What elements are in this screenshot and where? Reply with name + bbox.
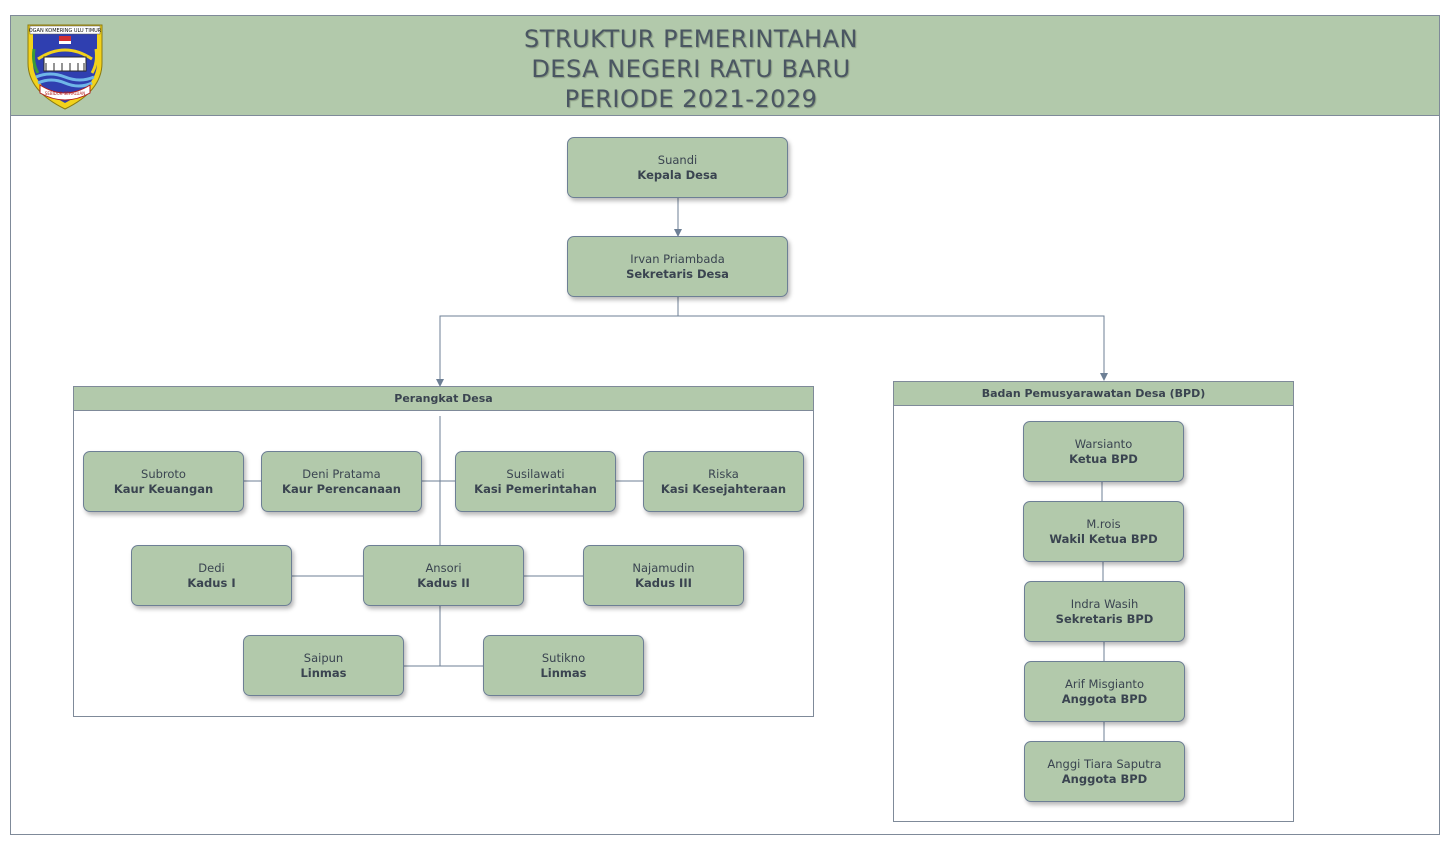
person-name: Suandi [657, 152, 698, 167]
linmas-1-box[interactable]: Saipun Linmas [243, 635, 404, 696]
person-name: Arif Misgianto [1065, 676, 1144, 691]
position-title: Kaur Perencanaan [282, 481, 401, 496]
person-name: Najamudin [632, 560, 695, 575]
person-name: Anggi Tiara Saputra [1047, 756, 1162, 771]
position-title: Linmas [300, 665, 347, 680]
kadus-3-box[interactable]: Najamudin Kadus III [583, 545, 744, 606]
page-title: STRUKTUR PEMERINTAHAN DESA NEGERI RATU B… [481, 24, 901, 114]
person-name: Irvan Priambada [630, 251, 725, 266]
position-title: Kadus II [417, 575, 470, 590]
title-line-3: PERIODE 2021-2029 [564, 85, 818, 113]
position-title: Kasi Pemerintahan [474, 481, 597, 496]
linmas-2-box[interactable]: Sutikno Linmas [483, 635, 644, 696]
anggota-bpd-1-box[interactable]: Arif Misgianto Anggota BPD [1024, 661, 1185, 722]
person-name: Warsianto [1074, 436, 1133, 451]
header-banner: STRUKTUR PEMERINTAHAN DESA NEGERI RATU B… [10, 15, 1440, 116]
regency-emblem-logo: OGAN KOMERING ULU TIMUR SEBIDUK SEHALUAN [27, 24, 103, 110]
kadus-2-box[interactable]: Ansori Kadus II [363, 545, 524, 606]
position-title: Kasi Kesejahteraan [660, 481, 787, 496]
sekretaris-bpd-box[interactable]: Indra Wasih Sekretaris BPD [1024, 581, 1185, 642]
position-title: Sekretaris Desa [626, 266, 729, 281]
title-line-2: DESA NEGERI RATU BARU [531, 55, 851, 83]
position-title: Wakil Ketua BPD [1049, 531, 1158, 546]
kasi-kesejahteraan-box[interactable]: Riska Kasi Kesejahteraan [643, 451, 804, 512]
kadus-1-box[interactable]: Dedi Kadus I [131, 545, 292, 606]
person-name: M.rois [1086, 516, 1121, 531]
position-title: Kaur Keuangan [113, 481, 214, 496]
position-title: Kadus I [187, 575, 236, 590]
logo-bottom-text: SEBIDUK SEHALUAN [45, 91, 85, 96]
kaur-perencanaan-box[interactable]: Deni Pratama Kaur Perencanaan [261, 451, 422, 512]
kepala-desa-box[interactable]: Suandi Kepala Desa [567, 137, 788, 198]
person-name: Subroto [141, 466, 186, 481]
person-name: Riska [708, 466, 739, 481]
person-name: Sutikno [541, 650, 586, 665]
person-name: Indra Wasih [1070, 596, 1139, 611]
bpd-title: Badan Pemusyarawatan Desa (BPD) [894, 382, 1293, 406]
position-title: Linmas [540, 665, 587, 680]
kasi-pemerintahan-box[interactable]: Susilawati Kasi Pemerintahan [455, 451, 616, 512]
person-name: Saipun [303, 650, 344, 665]
position-title: Kepala Desa [637, 167, 718, 182]
person-name: Dedi [198, 560, 225, 575]
position-title: Anggota BPD [1061, 771, 1148, 786]
sekretaris-desa-box[interactable]: Irvan Priambada Sekretaris Desa [567, 236, 788, 297]
perangkat-desa-title: Perangkat Desa [74, 387, 813, 411]
kaur-keuangan-box[interactable]: Subroto Kaur Keuangan [83, 451, 244, 512]
anggota-bpd-2-box[interactable]: Anggi Tiara Saputra Anggota BPD [1024, 741, 1185, 802]
wakil-ketua-bpd-box[interactable]: M.rois Wakil Ketua BPD [1023, 501, 1184, 562]
logo-top-text: OGAN KOMERING ULU TIMUR [29, 28, 102, 34]
person-name: Deni Pratama [302, 466, 381, 481]
title-line-1: STRUKTUR PEMERINTAHAN [524, 25, 858, 53]
person-name: Susilawati [506, 466, 565, 481]
position-title: Kadus III [635, 575, 692, 590]
person-name: Ansori [425, 560, 462, 575]
ketua-bpd-box[interactable]: Warsianto Ketua BPD [1023, 421, 1184, 482]
position-title: Anggota BPD [1061, 691, 1148, 706]
position-title: Ketua BPD [1069, 451, 1138, 466]
position-title: Sekretaris BPD [1055, 611, 1154, 626]
